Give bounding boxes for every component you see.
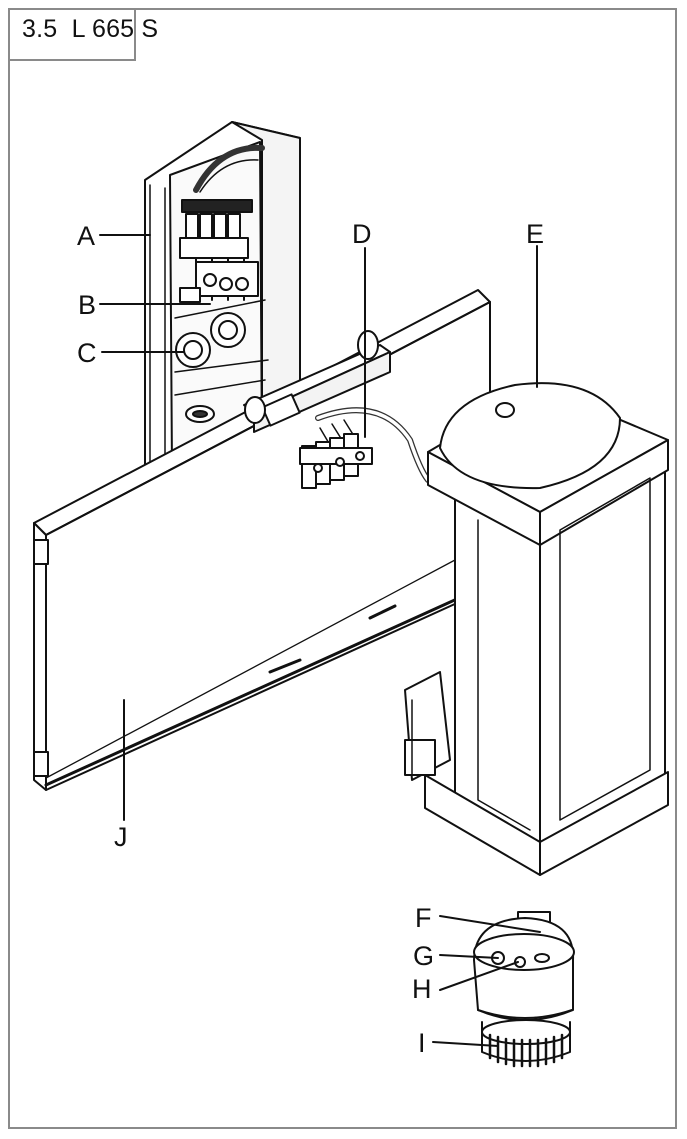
leader-g	[439, 954, 499, 959]
callout-labels: A B C D E F G H I J	[77, 219, 544, 1058]
label-b: B	[78, 290, 96, 320]
mounting-rail	[243, 330, 391, 433]
label-f: F	[415, 903, 432, 933]
actuator-housing	[404, 382, 669, 876]
label-e: E	[526, 219, 544, 249]
label-j: J	[114, 822, 128, 852]
label-c: C	[77, 338, 97, 368]
connector-cable	[299, 407, 431, 489]
diagram-frame	[8, 8, 677, 1129]
terminal-block-upper	[179, 199, 259, 303]
leader-h	[439, 961, 519, 991]
cable-glands	[174, 299, 269, 423]
label-i: I	[418, 1028, 426, 1058]
leader-i	[432, 1041, 499, 1047]
knob-assembly	[473, 911, 575, 1068]
leader-f	[439, 915, 541, 933]
label-d: D	[352, 219, 372, 249]
title-box	[8, 8, 136, 61]
label-h: H	[412, 974, 432, 1004]
leader-lines	[99, 234, 541, 1047]
label-g: G	[413, 941, 434, 971]
label-a: A	[77, 221, 95, 251]
section-title: 3.5 L 665 S	[22, 15, 159, 43]
